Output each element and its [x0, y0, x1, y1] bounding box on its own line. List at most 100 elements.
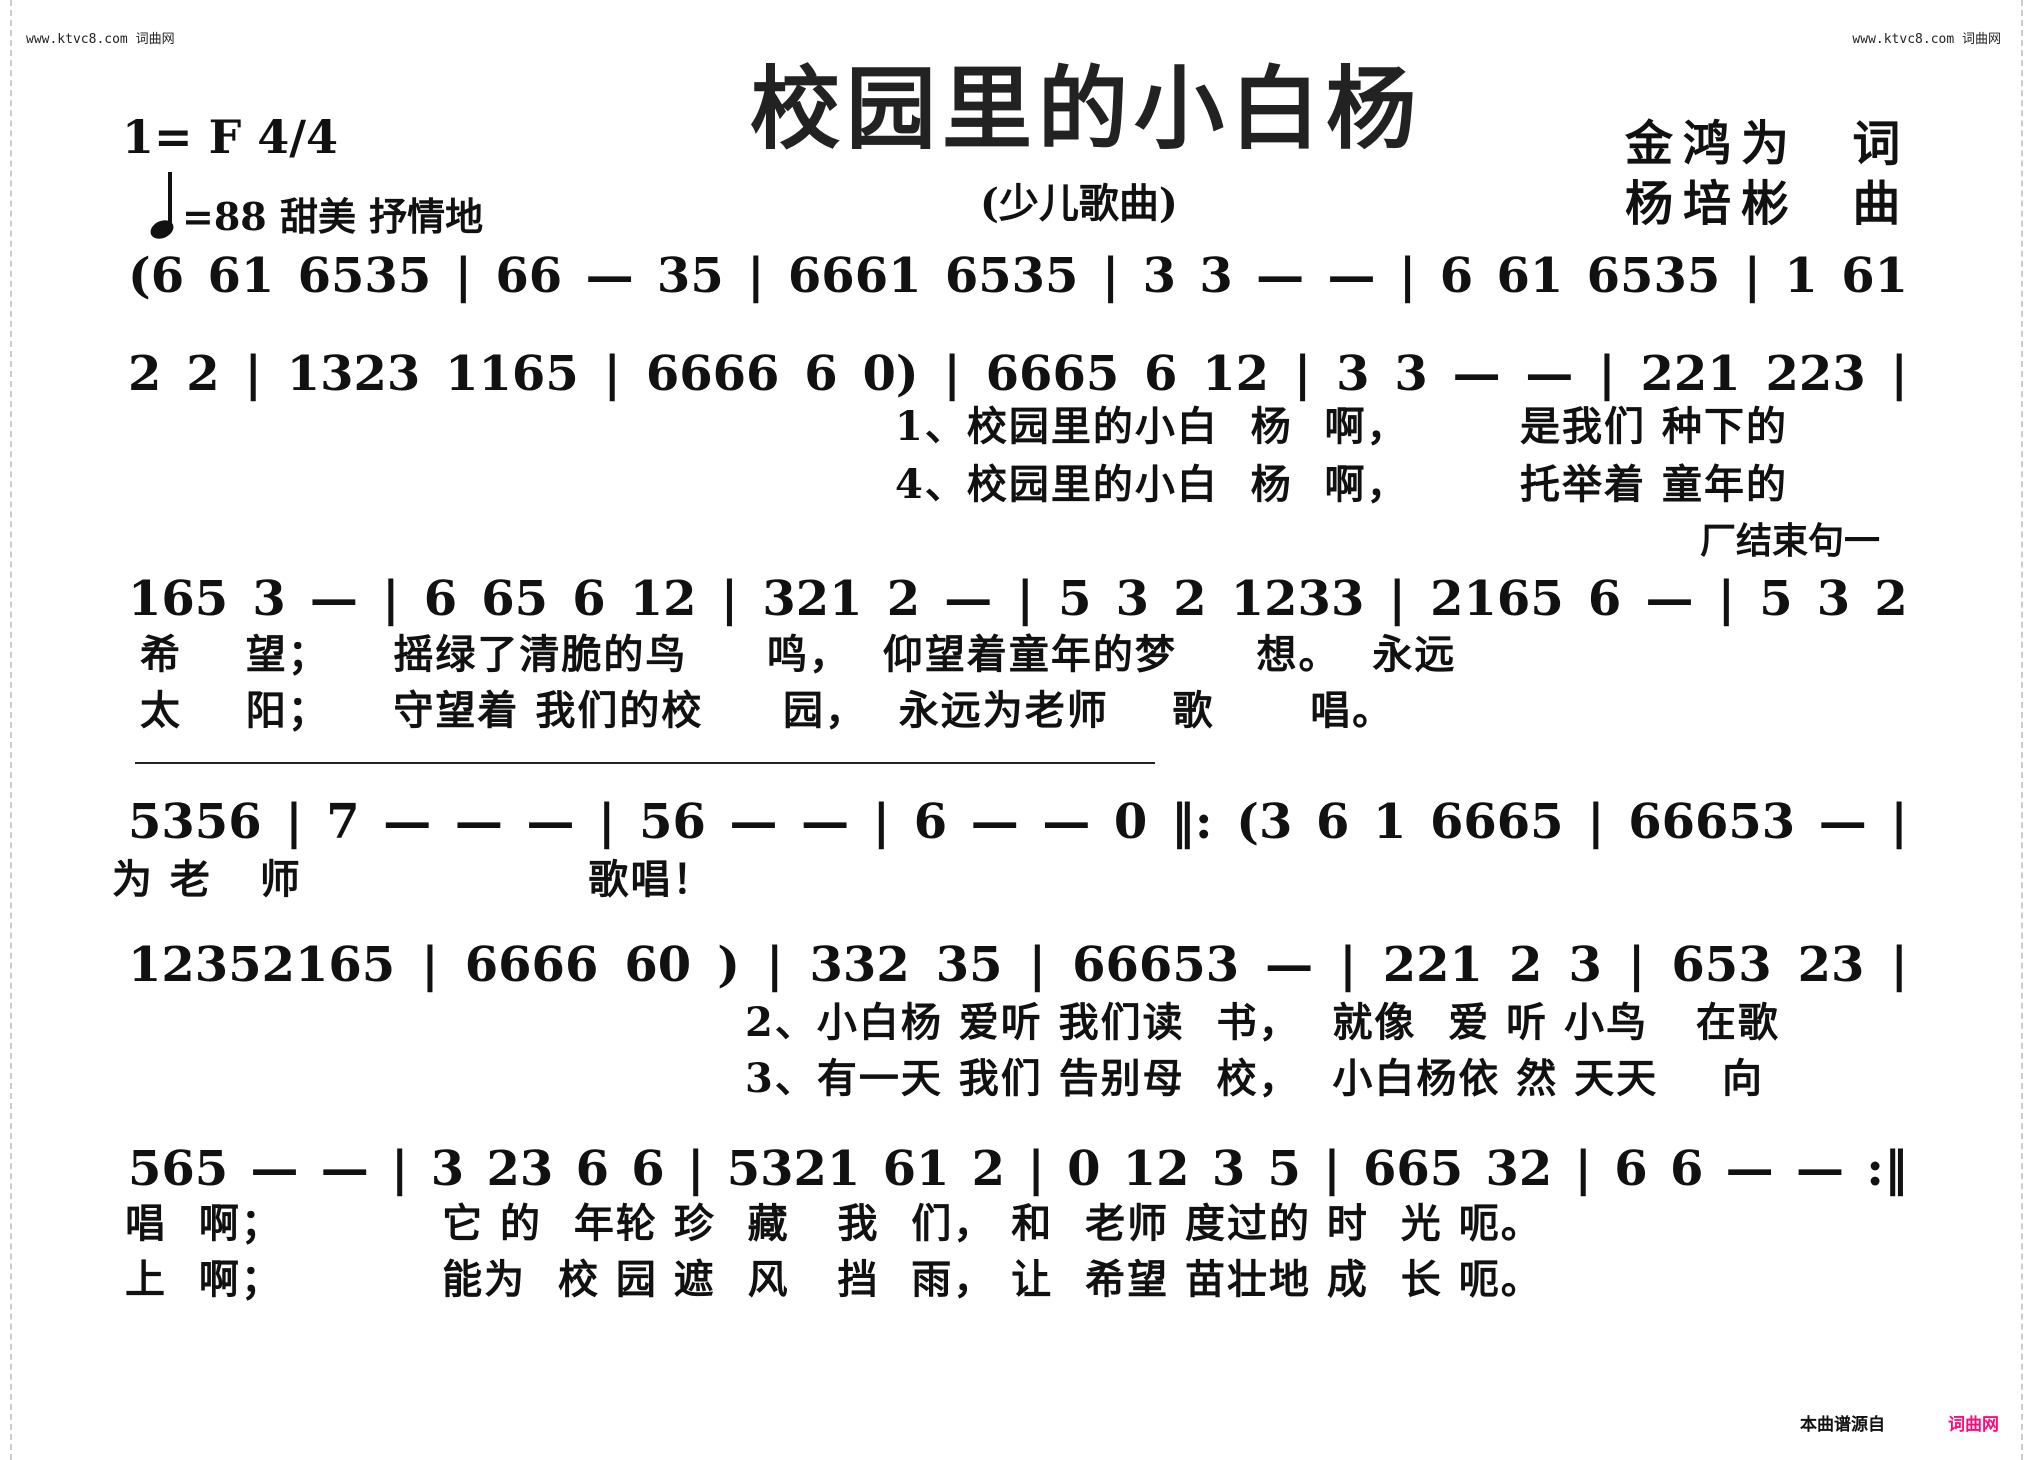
note-group: 61	[1496, 248, 1564, 304]
song-title: 校园里的小白杨	[750, 56, 1422, 162]
note-group: —	[1725, 1141, 1774, 1197]
note-group: 65	[481, 571, 549, 627]
note-group: 12	[629, 571, 697, 627]
note-group: —	[944, 571, 993, 627]
note-group: —	[1795, 1141, 1844, 1197]
note-group: 6	[804, 346, 838, 402]
barline: |	[1890, 346, 1908, 402]
note-group: 3	[1336, 346, 1370, 402]
barline: |	[603, 346, 621, 402]
barline: |	[1101, 248, 1120, 304]
note-group: 0)	[862, 346, 919, 402]
barline: |	[943, 346, 961, 402]
barline: |	[382, 571, 400, 627]
lyric-line: 1、校园里的小白 杨 啊， 是我们 种下的	[895, 403, 1788, 450]
note-group: 66	[495, 248, 563, 304]
barline: |	[1398, 248, 1417, 304]
note-group: —	[1452, 346, 1501, 402]
composer: 杨培彬 曲	[1625, 176, 1911, 232]
barline: |	[1574, 1141, 1592, 1197]
note-group: —	[250, 1141, 299, 1197]
note-group: 5	[1267, 1141, 1301, 1197]
note-group: )	[717, 937, 740, 993]
note-group: 0	[1113, 794, 1148, 850]
note-group: —	[801, 794, 850, 850]
note-group: 1233	[1230, 571, 1365, 627]
barline: |	[285, 794, 303, 850]
barline: |	[1890, 937, 1908, 993]
note-group: 60	[624, 937, 692, 993]
watermark-left: www.ktvc8.com 词曲网	[26, 32, 175, 47]
barline: |	[720, 571, 739, 627]
note-group: 2	[971, 1141, 1006, 1197]
lyricist: 金鸿为 词	[1625, 116, 1911, 172]
note-group: 6	[1587, 571, 1622, 627]
note-group: 2	[886, 571, 921, 627]
barline: |	[1388, 571, 1406, 627]
lyric-line: 4、校园里的小白 杨 啊， 托举着 童年的	[895, 461, 1788, 508]
footer-site-link[interactable]: 词曲网	[1948, 1415, 1999, 1435]
note-group: 6535	[944, 248, 1079, 304]
barline: |	[244, 346, 262, 402]
page-edge-right	[2021, 0, 2023, 1460]
note-group: 6	[423, 571, 458, 627]
barline: |	[1627, 937, 1646, 993]
note-group: 6	[1614, 1141, 1648, 1197]
barline: |	[454, 248, 473, 304]
note-group: —	[970, 794, 1019, 850]
note-group: 1323	[286, 346, 421, 402]
note-group: 565	[128, 1141, 229, 1197]
barline: |	[872, 794, 891, 850]
note-group: —	[1818, 794, 1867, 850]
lyric-line: 上 啊； 能为 校 园 遮 风 挡 雨， 让 希望 苗壮地 成 长 呃。	[125, 1256, 1543, 1303]
note-group: 6665	[1429, 794, 1564, 850]
note-group: —	[1645, 571, 1694, 627]
note-group: 3	[1115, 571, 1150, 627]
divider-line	[135, 762, 1155, 764]
note-group: 3	[430, 1141, 465, 1197]
ending-label: 厂结束句一	[1700, 520, 1881, 562]
lyric-line: 希 望； 摇绿了清脆的鸟 鸣， 仰望着童年的梦 想。 永远	[140, 631, 1457, 678]
barline: |	[1016, 571, 1034, 627]
note-group: —	[1327, 248, 1376, 304]
note-group: 6666	[645, 346, 780, 402]
note-group: 3	[252, 571, 286, 627]
note-group: 5	[1058, 571, 1092, 627]
lyric-line: 2、小白杨 爱听 我们读 书， 就像 爱 听 小鸟 在歌	[745, 999, 1780, 1046]
note-group: 61	[1841, 248, 1908, 304]
barline: |	[686, 1141, 705, 1197]
note-group: 35	[656, 248, 724, 304]
barline: |	[391, 1141, 409, 1197]
note-group: 1	[1372, 794, 1407, 850]
tempo-text: =88 甜美 抒情地	[182, 194, 484, 240]
page-edge-left	[10, 0, 12, 1460]
watermark-right: www.ktvc8.com 词曲网	[1852, 32, 2001, 47]
lyric-line: 3、有一天 我们 告别母 校， 小白杨依 然 天天 向	[745, 1055, 1764, 1102]
note-group: 6	[1315, 794, 1350, 850]
note-group: —	[1525, 346, 1574, 402]
note-group: 6	[575, 1141, 609, 1197]
note-group: 3	[1211, 1141, 1246, 1197]
note-group: (3	[1236, 794, 1293, 850]
quarter-note-icon	[150, 172, 176, 238]
barline: |	[1293, 346, 1312, 402]
note-group: 2	[128, 346, 162, 402]
key-signature: 1= F 4/4	[122, 110, 339, 164]
note-group: 32	[1485, 1141, 1553, 1197]
barline: |	[1743, 248, 1762, 304]
note-group: —	[454, 794, 503, 850]
note-group: 223	[1765, 346, 1866, 402]
note-group: 2	[186, 346, 220, 402]
note-group: 3	[1568, 937, 1602, 993]
barline: |	[421, 937, 439, 993]
barline: ‖:	[1170, 794, 1213, 850]
note-group: 66653	[1072, 937, 1240, 993]
note-group: 0	[1067, 1141, 1101, 1197]
note-group: 2165	[1430, 571, 1564, 627]
tempo-marking: =88 甜美 抒情地	[150, 172, 483, 238]
lyric-line: 为 老 师 歌唱！	[112, 856, 715, 903]
